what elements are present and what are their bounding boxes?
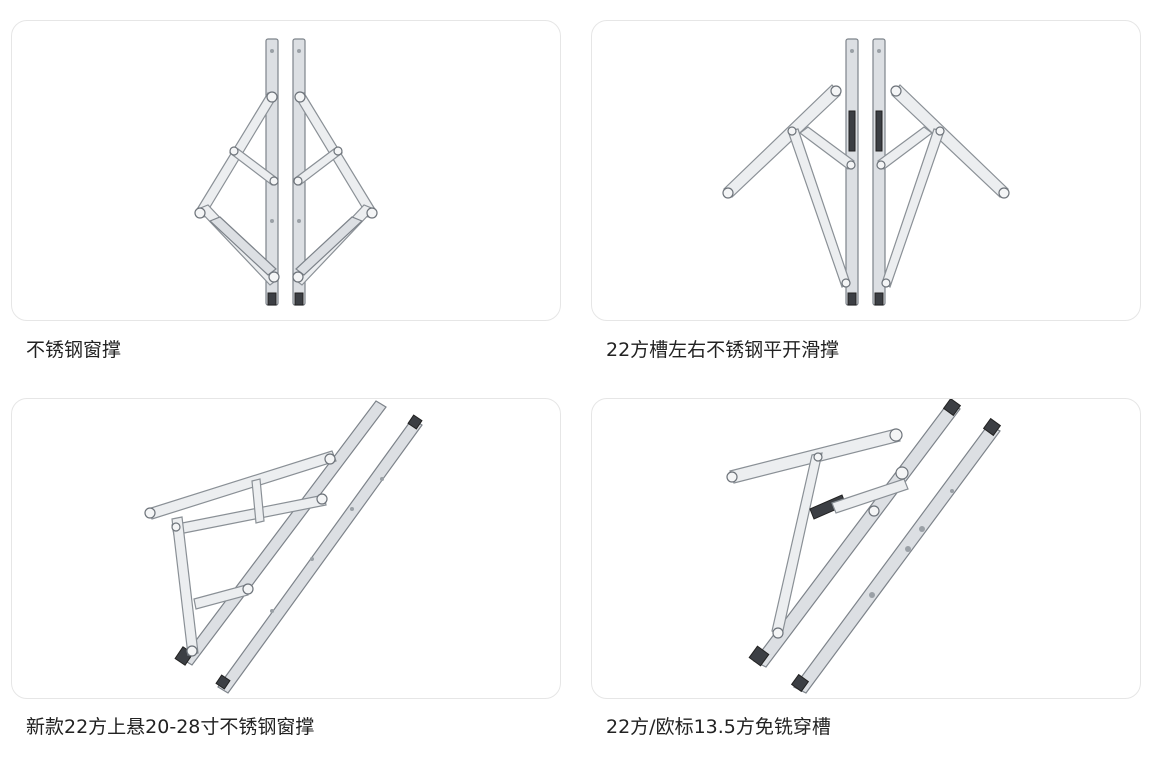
product-title-4[interactable]: 22方/欧标13.5方免铣穿槽 [606, 716, 831, 738]
product-title-3[interactable]: 新款22方上悬20-28寸不锈钢窗撑 [26, 716, 315, 738]
product-card-2[interactable] [591, 20, 1141, 321]
stainless-window-stay-icon [194, 38, 378, 306]
casement-friction-stay-icon [722, 38, 1010, 306]
euro-groove-friction-stay-icon [726, 399, 1002, 694]
product-title-1[interactable]: 不锈钢窗撑 [26, 339, 122, 361]
product-card-1[interactable] [11, 20, 561, 321]
product-title-2[interactable]: 22方槽左右不锈钢平开滑撑 [606, 339, 840, 361]
top-hung-window-stay-icon [144, 400, 423, 694]
product-card-3[interactable] [11, 398, 561, 699]
product-card-4[interactable] [591, 398, 1141, 699]
